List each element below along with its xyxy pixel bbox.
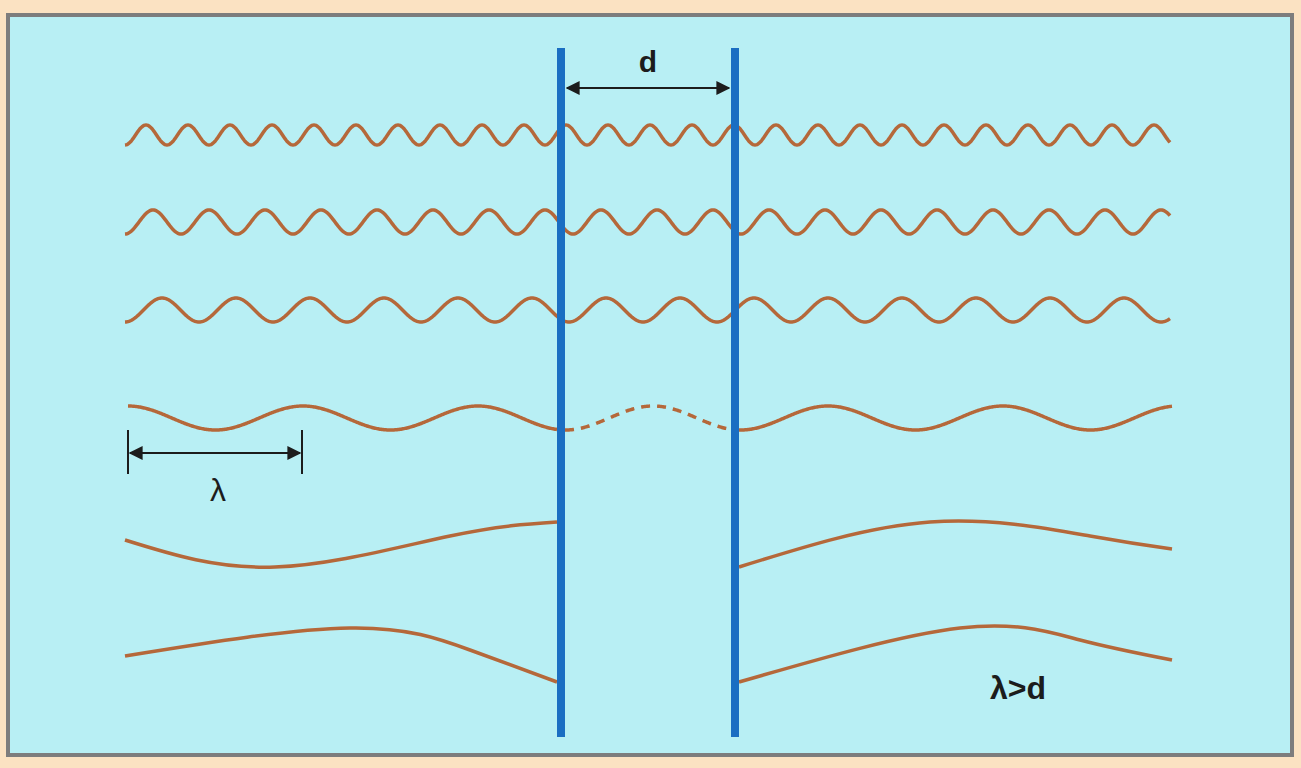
wave-curve bbox=[128, 406, 557, 430]
wave-curve bbox=[125, 298, 1170, 322]
gap-width-label: d bbox=[639, 47, 657, 77]
wave-curve bbox=[125, 210, 1170, 234]
wave-curve bbox=[125, 522, 557, 567]
wave-curve bbox=[565, 406, 731, 430]
dimension-tick bbox=[301, 430, 303, 474]
wave-curve bbox=[739, 626, 1172, 682]
barrier-line bbox=[731, 48, 739, 737]
dimension-arrow bbox=[567, 87, 729, 89]
wave-curve bbox=[125, 628, 557, 682]
condition-label: λ>d bbox=[990, 672, 1046, 704]
wave-curve bbox=[125, 125, 1170, 145]
wave-curve bbox=[739, 521, 1172, 567]
dimension-arrow bbox=[130, 452, 300, 454]
background-panel bbox=[8, 15, 1292, 755]
wave-curve bbox=[739, 406, 1172, 430]
barrier-line bbox=[557, 48, 565, 737]
wave-group bbox=[125, 125, 1172, 682]
wavelength-label: λ bbox=[210, 474, 226, 506]
dimension-tick bbox=[127, 430, 129, 474]
